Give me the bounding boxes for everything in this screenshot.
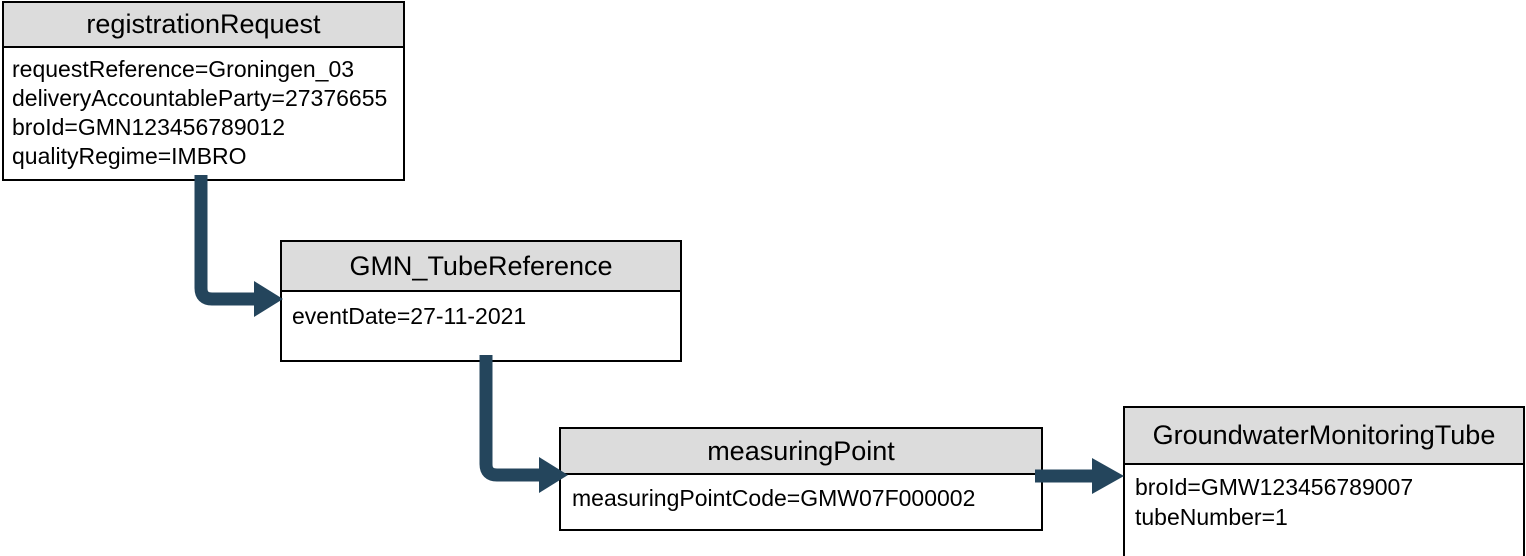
- uml-class-title-measuring-point: measuringPoint: [561, 429, 1041, 475]
- uml-class-title-registration-request: registrationRequest: [4, 3, 403, 48]
- uml-attribute: broId=GMW123456789007: [1135, 474, 1414, 500]
- uml-class-box-registration-request[interactable]: registrationRequest requestReference=Gro…: [2, 1, 405, 181]
- arrowhead-icon: [254, 281, 283, 317]
- connector-line: [479, 355, 539, 482]
- uml-attributes-registration-request: requestReference=Groningen_03 deliveryAc…: [4, 48, 403, 171]
- uml-class-title-gmn-tubereference: GMN_TubeReference: [282, 242, 680, 292]
- uml-attribute: eventDate=27-11-2021: [292, 303, 527, 329]
- uml-class-box-gmn-tubereference[interactable]: GMN_TubeReference eventDate=27-11-2021: [280, 240, 682, 362]
- uml-attribute: deliveryAccountableParty=27376655: [12, 85, 388, 111]
- uml-attributes-groundwater-monitoring-tube: broId=GMW123456789007 tubeNumber=1: [1125, 465, 1523, 532]
- arrowhead-icon: [1092, 458, 1124, 494]
- uml-attribute: measuringPointCode=GMW07F000002: [572, 485, 976, 511]
- uml-class-box-groundwater-monitoring-tube[interactable]: GroundwaterMonitoringTube broId=GMW12345…: [1123, 406, 1525, 556]
- uml-attributes-gmn-tubereference: eventDate=27-11-2021: [282, 292, 680, 331]
- uml-attribute: tubeNumber=1: [1135, 504, 1288, 530]
- connector-measuring-point-to-groundwater-monitoring-tube: [1035, 458, 1124, 494]
- uml-attributes-measuring-point: measuringPointCode=GMW07F000002: [561, 475, 1041, 513]
- uml-attribute: broId=GMN123456789012: [12, 114, 286, 140]
- uml-class-title-groundwater-monitoring-tube: GroundwaterMonitoringTube: [1125, 408, 1523, 465]
- uml-attribute: requestReference=Groningen_03: [12, 56, 355, 82]
- uml-class-box-measuring-point[interactable]: measuringPoint measuringPointCode=GMW07F…: [559, 427, 1043, 531]
- uml-attribute: qualityRegime=IMBRO: [12, 143, 247, 169]
- connector-line: [194, 175, 254, 306]
